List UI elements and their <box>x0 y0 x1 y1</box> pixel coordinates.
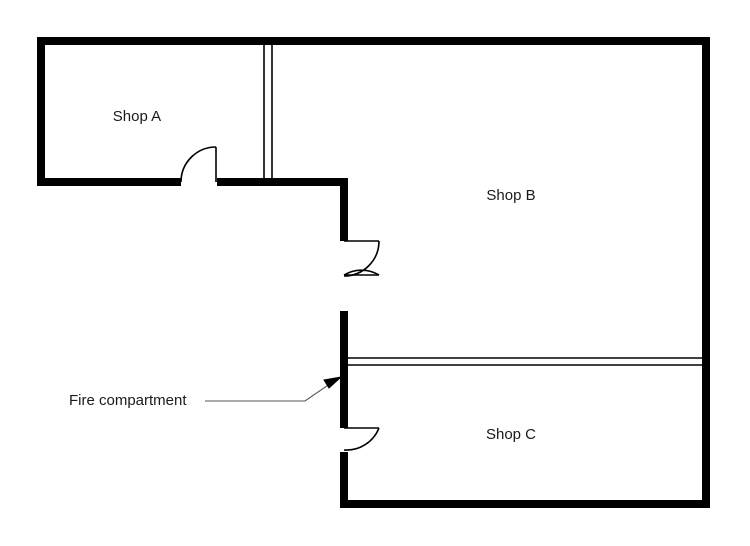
door-shop-a-swing-arc <box>180 146 217 183</box>
door-fire-compartment-double <box>343 240 380 277</box>
labels-group: Shop A Shop B Shop C Fire compartment <box>69 108 536 443</box>
doors-group <box>180 146 380 451</box>
door-shop-c <box>343 427 380 451</box>
room-label-shop-b: Shop B <box>486 187 535 204</box>
annotation-fire-compartment-group <box>205 376 343 402</box>
door-shop-c-swing-arc <box>343 427 380 451</box>
room-label-shop-c: Shop C <box>486 426 536 443</box>
door-shop-a <box>180 146 217 183</box>
fire-compartment-leader-line <box>205 378 338 402</box>
door-fire-compartment-swing-arc-bottom <box>343 269 380 276</box>
door-opening-shop-c <box>339 428 349 452</box>
door-opening-shop-a <box>181 177 217 187</box>
door-openings-group <box>181 177 349 452</box>
annotation-label-fire-compartment: Fire compartment <box>69 392 187 409</box>
room-label-shop-a: Shop A <box>113 108 161 125</box>
partitions-group <box>263 41 706 366</box>
fire-compartment-arrowhead-icon <box>323 376 343 389</box>
